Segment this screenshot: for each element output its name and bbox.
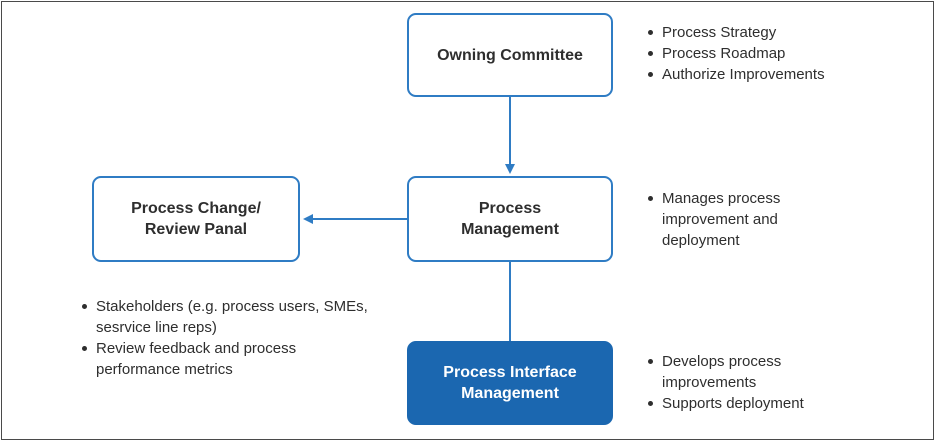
note-item: Process Roadmap [646,43,896,64]
process-interface-management-notes: Develops process improvements Supports d… [646,351,866,414]
note-item: Stakeholders (e.g. process users, SMEs, … [80,296,380,338]
note-item: Authorize Improvements [646,64,896,85]
owning-committee-label: Owning Committee [437,46,583,64]
owning-committee-notes: Process Strategy Process Roadmap Authori… [646,22,896,85]
owning-committee-node: Owning Committee [407,13,613,97]
review-panel-node: Process Change/ Review Panal [92,176,300,262]
process-management-node: Process Management [407,176,613,262]
note-item: Process Strategy [646,22,896,43]
process-management-label: Process Management [461,200,559,238]
note-item: Manages process improvement and deployme… [646,188,846,251]
note-item: Review feedback and process performance … [80,338,380,380]
note-item: Develops process improvements [646,351,866,393]
process-interface-management-label: Process Interface Management [443,364,577,402]
process-interface-management-node: Process Interface Management [407,341,613,425]
review-panel-notes: Stakeholders (e.g. process users, SMEs, … [80,296,380,380]
note-item: Supports deployment [646,393,866,414]
process-management-notes: Manages process improvement and deployme… [646,188,846,251]
review-panel-label: Process Change/ Review Panal [131,200,261,238]
